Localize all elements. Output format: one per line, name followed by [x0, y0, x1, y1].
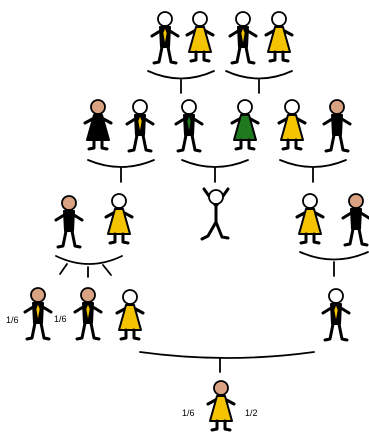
head-g1 — [157, 11, 173, 27]
head-g4 — [271, 11, 287, 27]
figure-p3 — [174, 99, 204, 153]
figure-k1 — [23, 287, 53, 341]
head-c5 — [348, 193, 364, 209]
head-p1 — [90, 99, 106, 115]
bracket-grandparents-right — [225, 70, 293, 80]
figure-g4 — [264, 11, 294, 63]
bracket-children-right — [299, 251, 369, 261]
connector-lines — [55, 70, 369, 373]
figure-k3 — [115, 289, 145, 341]
figure-p6 — [322, 99, 352, 153]
figure-g3 — [228, 11, 258, 65]
head-k3 — [122, 289, 138, 305]
figures-layer — [23, 11, 369, 432]
figure-g1 — [150, 11, 180, 65]
figure-p5 — [277, 99, 307, 151]
head-p2 — [132, 99, 148, 115]
figure-p2 — [125, 99, 155, 153]
head-c1 — [61, 195, 77, 211]
share-label-bottom-right: 1/2 — [245, 408, 258, 418]
bracket-bottom — [139, 351, 315, 359]
head-c4 — [302, 193, 318, 209]
head-g2 — [192, 11, 208, 27]
figure-p4 — [230, 99, 260, 151]
head-c2 — [111, 193, 127, 209]
head-p4 — [237, 99, 253, 115]
head-p5 — [284, 99, 300, 115]
figure-c5 — [341, 193, 369, 247]
figure-c2 — [104, 193, 134, 245]
share-label-k1: 1/6 — [6, 315, 19, 325]
share-label-bottom-left: 1/6 — [182, 408, 195, 418]
figure-p1 — [83, 99, 113, 151]
head-c3 — [208, 189, 224, 205]
head-k4 — [328, 288, 344, 304]
bracket-grandparents-left — [147, 70, 215, 80]
head-p3 — [181, 99, 197, 115]
head-b1 — [213, 380, 229, 396]
head-p6 — [329, 99, 345, 115]
figure-k2 — [73, 287, 103, 341]
figure-k4 — [321, 288, 351, 342]
tick-child-left-1 — [59, 263, 68, 275]
bracket-parents-middle — [181, 159, 249, 168]
bracket-parents-right — [279, 159, 347, 168]
figure-c1 — [54, 195, 84, 249]
figure-g2 — [185, 11, 215, 63]
head-k2 — [80, 287, 96, 303]
bracket-parents-left — [87, 159, 155, 168]
figure-c3 — [200, 187, 230, 241]
head-g3 — [235, 11, 251, 27]
bracket-children-left — [55, 255, 123, 265]
share-label-k2: 1/6 — [54, 314, 67, 324]
figure-c4 — [295, 193, 325, 245]
figure-b1 — [206, 380, 236, 432]
tick-child-left-3 — [102, 264, 112, 276]
head-k1 — [30, 287, 46, 303]
